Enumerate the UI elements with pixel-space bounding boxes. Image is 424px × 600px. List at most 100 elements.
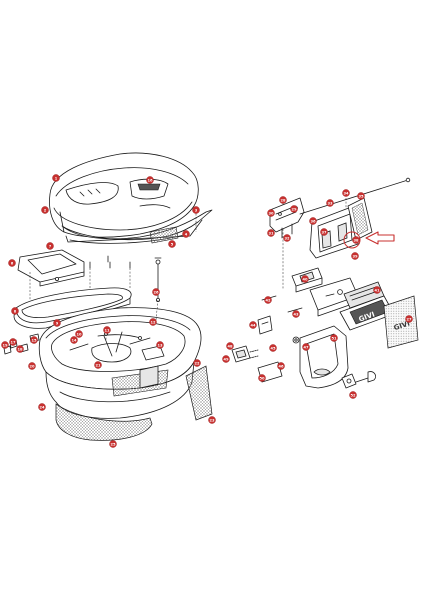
callout-badge: [283, 234, 291, 242]
callout-badge: [342, 189, 350, 197]
callout-11: 11: [103, 326, 111, 334]
lid-reflector: [149, 226, 179, 244]
callout-13: 13: [156, 341, 164, 349]
callout-number: 41: [374, 288, 380, 292]
callout-52: 52: [349, 391, 357, 399]
callout-number: 42: [265, 298, 271, 302]
callout-46: 46: [277, 362, 285, 370]
callout-number: 5: [171, 242, 174, 246]
callout-51: 51: [330, 334, 338, 342]
callout-49: 49: [222, 355, 230, 363]
callout-number: 11: [104, 328, 110, 332]
callout-8: 8: [11, 307, 19, 315]
callout-1: 1: [52, 174, 60, 182]
callout-number: 48: [227, 344, 233, 348]
callout-badge: [352, 236, 360, 244]
callout-26: 26: [152, 288, 160, 296]
callout-number: 32: [284, 236, 290, 240]
callout-number: 13: [157, 343, 163, 347]
callout-20: 20: [28, 362, 36, 370]
callout-number: 19: [2, 343, 8, 347]
callout-35: 35: [357, 192, 365, 200]
callout-number: 39: [352, 254, 358, 258]
callout-45: 45: [269, 344, 277, 352]
callout-16: 16: [146, 176, 154, 184]
callout-42: 42: [264, 296, 272, 304]
callout-number: 36: [310, 219, 316, 223]
callout-36: 36: [309, 217, 317, 225]
callout-badge: [9, 338, 17, 346]
callout-number: 29: [291, 207, 297, 211]
callout-badge: [1, 341, 9, 349]
callout-badge: [193, 359, 201, 367]
callout-17: 17: [9, 338, 17, 346]
callout-badge: [149, 318, 157, 326]
callout-number: 3: [195, 208, 198, 212]
callout-badge: [53, 319, 61, 327]
callout-number: 34: [343, 191, 349, 195]
callout-number: 20: [29, 364, 35, 368]
pointer-arrow: [365, 231, 395, 245]
callout-badge: [208, 416, 216, 424]
lock-rod: [299, 177, 411, 215]
callout-badge: [320, 228, 328, 236]
callout-number: 26: [153, 290, 159, 294]
callout-27: 27: [405, 315, 413, 323]
callout-23: 23: [208, 416, 216, 424]
callout-2: 2: [41, 206, 49, 214]
callout-9: 9: [53, 319, 61, 327]
callout-badge: [52, 174, 60, 182]
callout-22: 22: [193, 359, 201, 367]
callout-number: 33: [327, 201, 333, 205]
callout-number: 8: [14, 309, 17, 313]
lock-hinge-bracket: [269, 197, 305, 239]
callout-badge: [226, 342, 234, 350]
callout-30: 30: [267, 209, 275, 217]
callout-number: 49: [223, 357, 229, 361]
callout-badge: [109, 440, 117, 448]
callout-number: 6: [11, 261, 14, 265]
callout-badge: [405, 315, 413, 323]
callout-number: 28: [280, 198, 286, 202]
callout-badge: [249, 321, 257, 329]
top-case-lid: [49, 152, 199, 238]
callout-number: 7: [49, 244, 52, 248]
callout-badge: [267, 229, 275, 237]
callout-badge: [11, 307, 19, 315]
callout-number: 16: [147, 178, 153, 182]
callout-badge: [30, 336, 38, 344]
callout-badge: [357, 192, 365, 200]
callout-10: 10: [75, 330, 83, 338]
callout-25: 25: [109, 440, 117, 448]
callout-19: 19: [1, 341, 9, 349]
callout-29: 29: [290, 205, 298, 213]
callout-5: 5: [168, 240, 176, 248]
callout-number: 9: [56, 321, 59, 325]
callout-badge: [46, 242, 54, 250]
callout-33: 33: [326, 199, 334, 207]
callout-3: 3: [192, 206, 200, 214]
latch-spring-plate: [347, 197, 373, 241]
callout-badge: [192, 206, 200, 214]
callout-number: 52: [350, 393, 356, 397]
callout-12: 12: [149, 318, 157, 326]
callout-number: 35: [358, 194, 364, 198]
callout-21: 21: [94, 361, 102, 369]
callout-badge: [309, 217, 317, 225]
callout-number: 22: [194, 361, 200, 365]
callout-number: 10: [76, 332, 82, 336]
callout-39: 39: [351, 252, 359, 260]
callout-number: 40: [302, 277, 308, 281]
callout-badge: [351, 252, 359, 260]
callout-badge: [8, 259, 16, 267]
callout-37: 37: [320, 228, 328, 236]
callout-badge: [279, 196, 287, 204]
callout-number: 37: [321, 230, 327, 234]
highlight-marker: [343, 231, 361, 249]
callout-number: 31: [268, 231, 274, 235]
callout-number: 51: [331, 336, 337, 340]
callout-number: 4: [185, 232, 188, 236]
